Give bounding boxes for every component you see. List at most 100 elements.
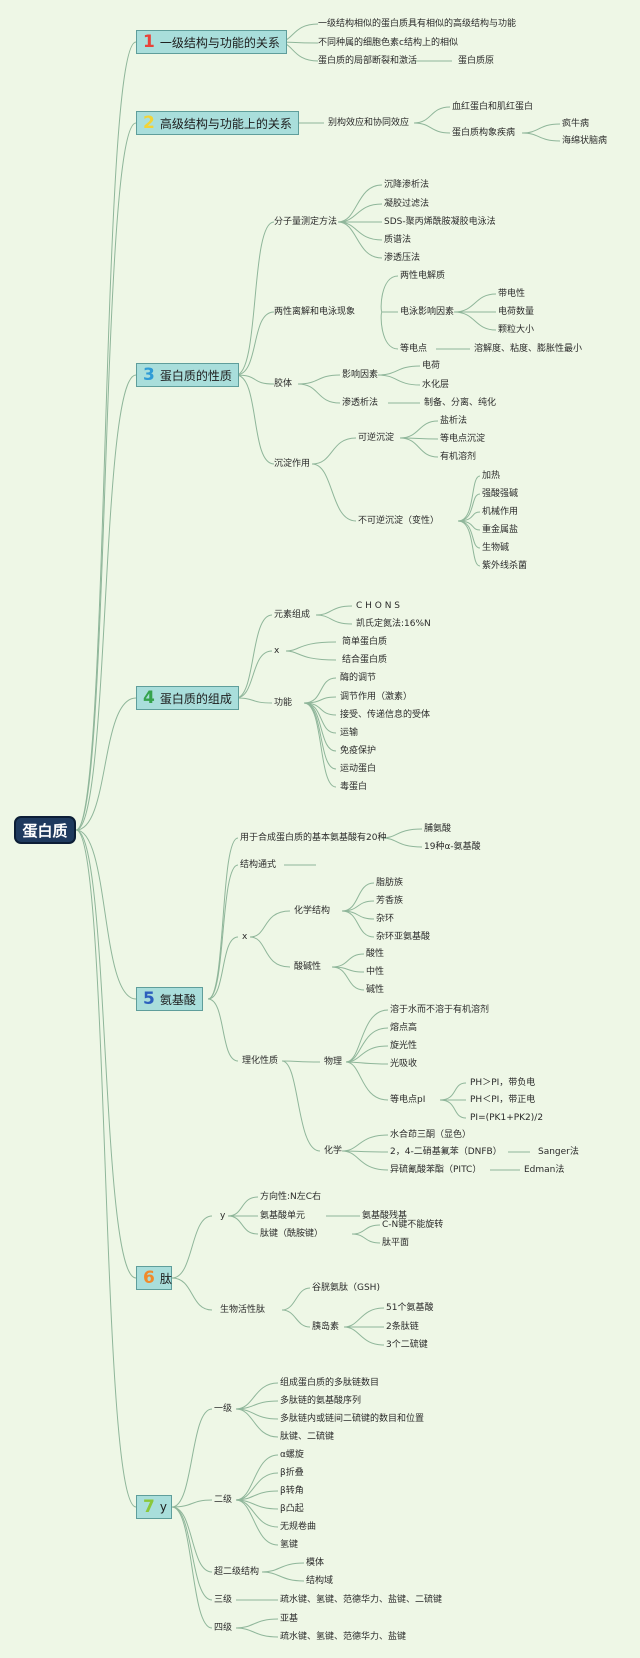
node[interactable]: 杂环: [376, 914, 395, 924]
node[interactable]: 一级: [214, 1404, 233, 1414]
node[interactable]: 亚基: [280, 1614, 299, 1624]
node[interactable]: 强酸强碱: [482, 489, 519, 499]
node[interactable]: C-N键不能旋转: [382, 1220, 444, 1230]
node[interactable]: 影响因素: [342, 370, 379, 380]
node[interactable]: 毒蛋白: [340, 782, 368, 792]
node[interactable]: 加热: [482, 471, 501, 481]
node[interactable]: 海绵状脑病: [562, 136, 608, 146]
node[interactable]: 带电性: [498, 289, 526, 299]
node[interactable]: 血红蛋白和肌红蛋白: [452, 102, 534, 112]
node[interactable]: 凝胶过滤法: [384, 199, 430, 209]
node[interactable]: 水合茚三酮（显色）: [390, 1130, 472, 1140]
node[interactable]: 胶体: [274, 379, 293, 389]
node[interactable]: 多肽链内或链间二硫键的数目和位置: [280, 1414, 425, 1424]
node[interactable]: 氨基酸残基: [362, 1211, 408, 1221]
node[interactable]: 51个氨基酸: [386, 1303, 434, 1313]
node[interactable]: x: [274, 646, 280, 656]
node[interactable]: 接受、传递信息的受体: [340, 710, 431, 720]
node[interactable]: 蛋白质构象疾病: [452, 128, 516, 138]
node[interactable]: y: [220, 1211, 226, 1221]
node[interactable]: x: [242, 932, 248, 942]
node[interactable]: 蛋白质的局部断裂和激活: [318, 56, 418, 66]
node[interactable]: 颗粒大小: [498, 325, 535, 335]
node[interactable]: 一级结构相似的蛋白质具有相似的高级结构与功能: [318, 19, 517, 29]
node[interactable]: 紫外线杀菌: [482, 561, 528, 571]
branch-1[interactable]: 1 一级结构与功能的关系: [136, 30, 287, 54]
node[interactable]: 功能: [274, 698, 293, 708]
node[interactable]: Sanger法: [538, 1147, 579, 1157]
node[interactable]: 溶解度、粘度、膨胀性最小: [474, 344, 583, 354]
node[interactable]: 电荷数量: [498, 307, 535, 317]
node[interactable]: 凯氏定氮法:16%N: [356, 619, 431, 629]
node[interactable]: α螺旋: [280, 1450, 304, 1460]
node[interactable]: 分子量测定方法: [274, 217, 338, 227]
node[interactable]: 不可逆沉淀（变性）: [358, 516, 440, 526]
node[interactable]: 酸性: [366, 949, 385, 959]
node[interactable]: 等电点pI: [390, 1095, 426, 1105]
node[interactable]: 化学: [324, 1146, 343, 1156]
node[interactable]: 旋光性: [390, 1041, 418, 1051]
node[interactable]: 胰岛素: [312, 1322, 340, 1332]
node[interactable]: 运动蛋白: [340, 764, 377, 774]
node[interactable]: 可逆沉淀: [358, 433, 395, 443]
node[interactable]: 有机溶剂: [440, 452, 477, 462]
node[interactable]: β折叠: [280, 1468, 304, 1478]
node[interactable]: 物理: [324, 1057, 343, 1067]
node[interactable]: 两性电解质: [400, 271, 446, 281]
node[interactable]: 调节作用（激素）: [340, 692, 413, 702]
node[interactable]: Edman法: [524, 1165, 565, 1175]
node[interactable]: 超二级结构: [214, 1567, 260, 1577]
node[interactable]: 肽平面: [382, 1238, 410, 1248]
branch-3[interactable]: 3 蛋白质的性质: [136, 363, 239, 387]
node[interactable]: 中性: [366, 967, 385, 977]
node[interactable]: 生物碱: [482, 543, 510, 553]
node[interactable]: 2，4-二硝基氟苯（DNFB）: [390, 1147, 502, 1157]
node[interactable]: 沉降渗析法: [384, 180, 430, 190]
node[interactable]: 机械作用: [482, 507, 519, 517]
node[interactable]: 酸碱性: [294, 962, 322, 972]
node[interactable]: 四级: [214, 1623, 233, 1633]
node[interactable]: SDS-聚丙烯酰胺凝胶电泳法: [384, 217, 496, 227]
node[interactable]: 二级: [214, 1495, 233, 1505]
node[interactable]: 元素组成: [274, 610, 311, 620]
node[interactable]: 两性离解和电泳现象: [274, 307, 356, 317]
node[interactable]: 疏水键、氢键、范德华力、盐键: [280, 1632, 407, 1642]
node[interactable]: 疯牛病: [562, 119, 590, 129]
node[interactable]: 质谱法: [384, 235, 412, 245]
root-node[interactable]: 蛋白质: [14, 816, 76, 844]
node[interactable]: 光吸收: [390, 1059, 418, 1069]
node[interactable]: 用于合成蛋白质的基本氨基酸有20种: [240, 833, 387, 843]
node[interactable]: C H O N S: [356, 601, 401, 611]
node[interactable]: 运输: [340, 728, 359, 738]
node[interactable]: 盐析法: [440, 416, 468, 426]
node[interactable]: 结合蛋白质: [342, 655, 388, 665]
branch-6[interactable]: 6 肽: [136, 1266, 172, 1290]
branch-5[interactable]: 5 氨基酸: [136, 987, 203, 1011]
branch-7[interactable]: 7 y: [136, 1495, 172, 1519]
node[interactable]: β转角: [280, 1486, 304, 1496]
node[interactable]: 水化层: [422, 380, 450, 390]
node[interactable]: 无规卷曲: [280, 1522, 317, 1532]
node[interactable]: 芳香族: [376, 896, 404, 906]
node[interactable]: β凸起: [280, 1504, 304, 1514]
node[interactable]: 熔点高: [390, 1023, 418, 1033]
node[interactable]: 渗透压法: [384, 253, 421, 263]
node[interactable]: 肽键（酰胺键）: [260, 1229, 324, 1239]
node[interactable]: 沉淀作用: [274, 459, 311, 469]
node[interactable]: 不同种属的细胞色素c结构上的相似: [318, 38, 458, 48]
node[interactable]: 制备、分离、纯化: [424, 398, 497, 408]
node[interactable]: 杂环亚氨基酸: [376, 932, 431, 942]
node[interactable]: 等电点沉淀: [440, 434, 486, 444]
node[interactable]: 电泳影响因素: [400, 307, 455, 317]
node[interactable]: 模体: [306, 1558, 325, 1568]
node[interactable]: 氨基酸单元: [260, 1211, 306, 1221]
node[interactable]: 脯氨酸: [424, 824, 452, 834]
node[interactable]: 蛋白质原: [458, 56, 495, 66]
node[interactable]: 三级: [214, 1595, 233, 1605]
node[interactable]: 3个二硫键: [386, 1340, 428, 1350]
node[interactable]: 理化性质: [242, 1056, 279, 1066]
node[interactable]: 重金属盐: [482, 525, 519, 535]
node[interactable]: 电荷: [422, 361, 441, 371]
branch-2[interactable]: 2 高级结构与功能上的关系: [136, 111, 299, 135]
node[interactable]: 脂肪族: [376, 878, 404, 888]
